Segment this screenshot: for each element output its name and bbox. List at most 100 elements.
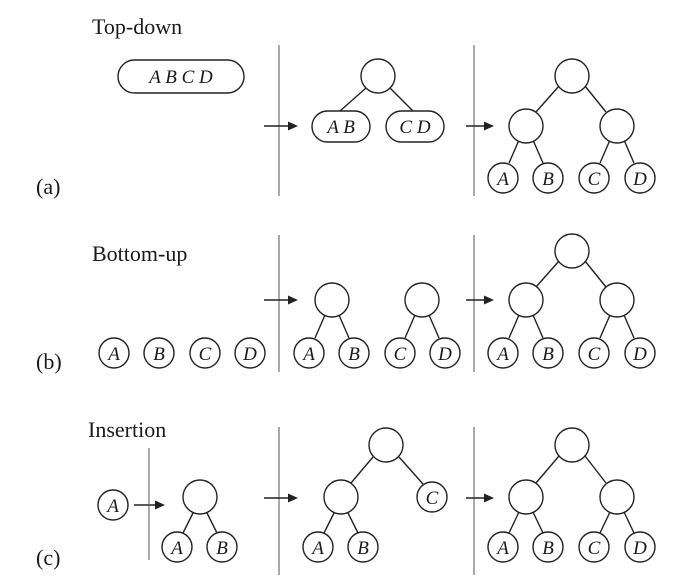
leaf-group-ab-label: A B	[325, 117, 355, 138]
leaf-label: A	[310, 538, 324, 559]
internal-node	[182, 479, 218, 515]
edge	[623, 139, 635, 164]
leaf-node-a	[97, 489, 129, 521]
leaf-node-c	[578, 531, 610, 563]
leaf-label: D	[242, 344, 257, 365]
leaf-label: D	[632, 538, 647, 559]
edge	[623, 314, 635, 339]
leaf-group-abcd-label: A B C D	[147, 67, 213, 88]
internal-node	[508, 108, 544, 144]
leaf-node-b	[338, 337, 370, 369]
edge	[535, 85, 560, 113]
leaf-label: A	[105, 496, 119, 517]
edge	[599, 511, 611, 534]
leaf-label: A	[495, 169, 509, 190]
internal-node	[599, 282, 635, 318]
leaf-label: B	[542, 169, 554, 190]
leaf-label: D	[632, 344, 647, 365]
step-arrow	[134, 500, 165, 510]
leaf-label: C	[588, 169, 601, 190]
edge	[623, 511, 635, 534]
leaf-node-a	[302, 531, 334, 563]
leaf-node-b	[347, 531, 379, 563]
leaf-group-cd-label: C D	[399, 117, 430, 138]
leaf-label: C	[588, 538, 601, 559]
root-node	[554, 58, 590, 94]
edge	[508, 139, 520, 164]
leaf-group-cd	[385, 110, 445, 143]
leaf-node-a	[487, 531, 519, 563]
edge	[584, 85, 607, 113]
leaf-node-c	[578, 162, 610, 194]
leaf-label: A	[495, 538, 509, 559]
leaf-label: A	[301, 344, 315, 365]
leaf-label: B	[542, 344, 554, 365]
leaf-node-d	[624, 337, 656, 369]
edge	[599, 139, 611, 164]
edge	[339, 87, 367, 112]
leaf-label: C	[394, 344, 407, 365]
internal-node	[508, 282, 544, 318]
edge	[428, 314, 440, 339]
root-node	[554, 233, 590, 269]
step-arrow	[466, 493, 494, 503]
edge	[584, 260, 607, 288]
internal-node	[360, 58, 396, 94]
leaf-node-c	[384, 337, 416, 369]
leaf-node-c	[189, 337, 221, 369]
leaf-label: B	[348, 344, 360, 365]
edge	[508, 511, 520, 534]
leaf-group-ab	[311, 110, 371, 143]
title-bottom-up: Bottom-up	[92, 241, 187, 266]
row-insertion: Insertion (c) A A B C A	[36, 417, 656, 575]
leaf-label: A	[495, 344, 509, 365]
title-top-down: Top-down	[92, 14, 182, 39]
leaf-node-a	[98, 337, 130, 369]
leaf-label: A	[106, 344, 120, 365]
leaf-node-b	[532, 531, 564, 563]
edge	[535, 455, 560, 484]
leaf-node-c	[578, 337, 610, 369]
step-arrow	[264, 493, 298, 503]
leaf-node-d	[429, 337, 461, 369]
row-top-down: Top-down (a) A B C D A B C D	[36, 14, 656, 199]
step-arrow	[264, 295, 298, 305]
leaf-node-d	[624, 162, 656, 194]
edge	[182, 512, 194, 534]
leaf-label: D	[437, 344, 452, 365]
edge	[404, 314, 416, 339]
row-bottom-up: Bottom-up (b) A B C D A B C D	[36, 233, 656, 374]
internal-node	[599, 108, 635, 144]
edge	[323, 512, 335, 534]
leaf-label: D	[632, 169, 647, 190]
step-arrow	[466, 295, 494, 305]
leaf-label: A	[169, 538, 183, 559]
leaf-node-d	[234, 337, 266, 369]
internal-node	[404, 282, 440, 318]
label-c: (c)	[36, 545, 60, 570]
leaf-node-a	[487, 162, 519, 194]
leaf-node-c	[416, 481, 448, 513]
edge	[338, 314, 350, 339]
edge	[350, 456, 374, 484]
step-arrow	[466, 121, 494, 131]
leaf-label: C	[199, 344, 212, 365]
leaf-label: B	[357, 538, 369, 559]
edge	[314, 314, 326, 339]
leaf-node-a	[487, 337, 519, 369]
leaf-label: B	[216, 538, 228, 559]
edge	[584, 455, 607, 484]
leaf-label: B	[153, 344, 165, 365]
root-node	[554, 427, 590, 463]
edge	[206, 512, 218, 534]
leaf-node-b	[532, 337, 564, 369]
edge	[532, 511, 544, 534]
edge	[398, 456, 424, 485]
root-node	[368, 427, 404, 463]
edge	[532, 314, 544, 339]
edge	[347, 512, 359, 534]
edge	[532, 139, 544, 164]
edge	[389, 87, 414, 112]
leaf-node-d	[624, 531, 656, 563]
